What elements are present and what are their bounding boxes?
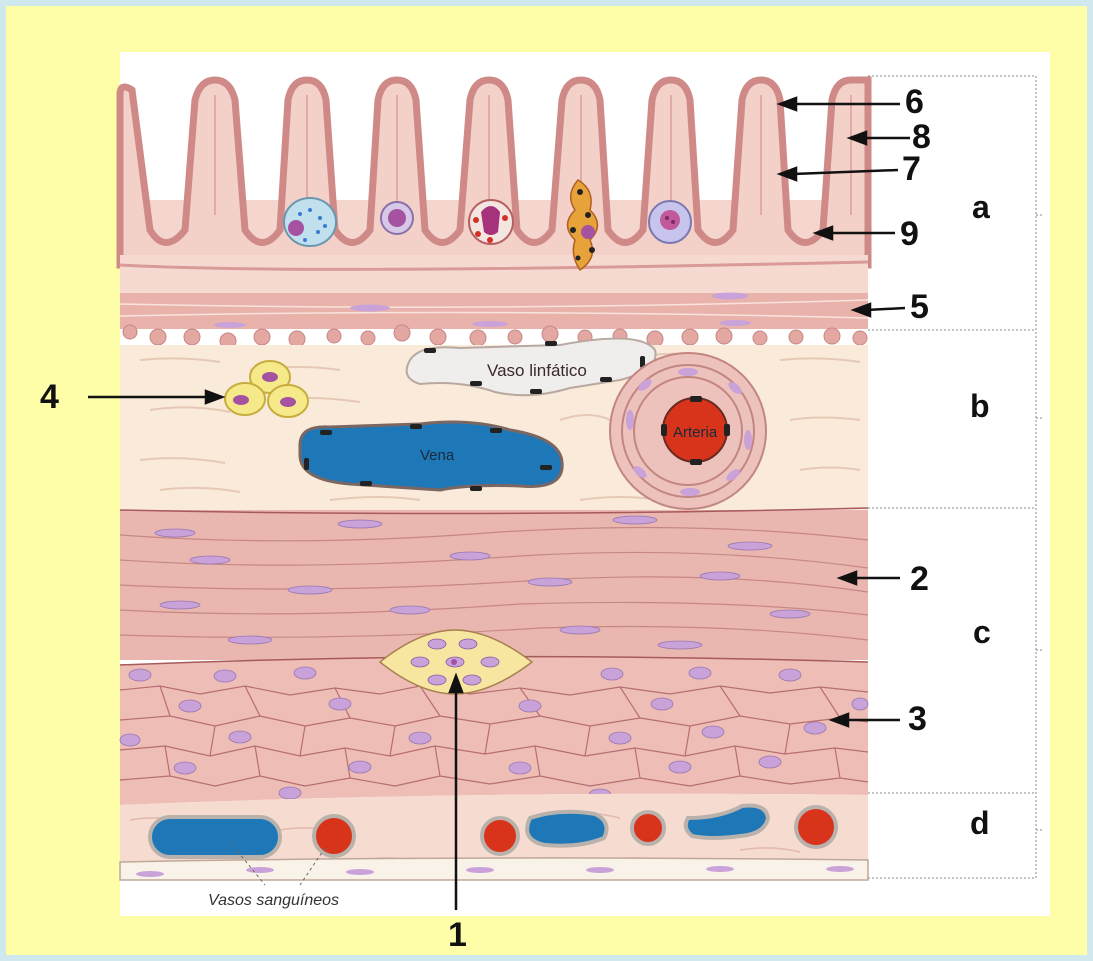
- submucosa-layer: Vaso linfático Vena: [120, 339, 868, 510]
- label-4: 4: [40, 378, 59, 416]
- label-3: 3: [908, 700, 927, 738]
- artery: Arteria: [610, 353, 766, 509]
- section-d: d: [970, 805, 990, 841]
- blood-vessels-label: Vasos sanguíneos: [208, 892, 339, 909]
- intestinal-wall-diagram: Vaso linfático Vena: [6, 6, 1087, 955]
- section-a: a: [972, 189, 990, 225]
- label-7: 7: [902, 150, 921, 188]
- section-c: c: [973, 614, 991, 650]
- section-b: b: [970, 388, 990, 424]
- label-6: 6: [905, 83, 924, 121]
- label-2: 2: [910, 560, 929, 598]
- mucosa-layer: [120, 80, 868, 295]
- artery-label: Arteria: [673, 424, 718, 441]
- vein-label: Vena: [420, 447, 455, 464]
- lymphatic-vessel-label: Vaso linfático: [487, 361, 587, 380]
- figure-background: Vaso linfático Vena: [6, 6, 1087, 955]
- label-5: 5: [910, 288, 929, 326]
- label-9: 9: [900, 215, 919, 253]
- label-1: 1: [448, 916, 467, 954]
- muscularis-externa: [120, 508, 868, 805]
